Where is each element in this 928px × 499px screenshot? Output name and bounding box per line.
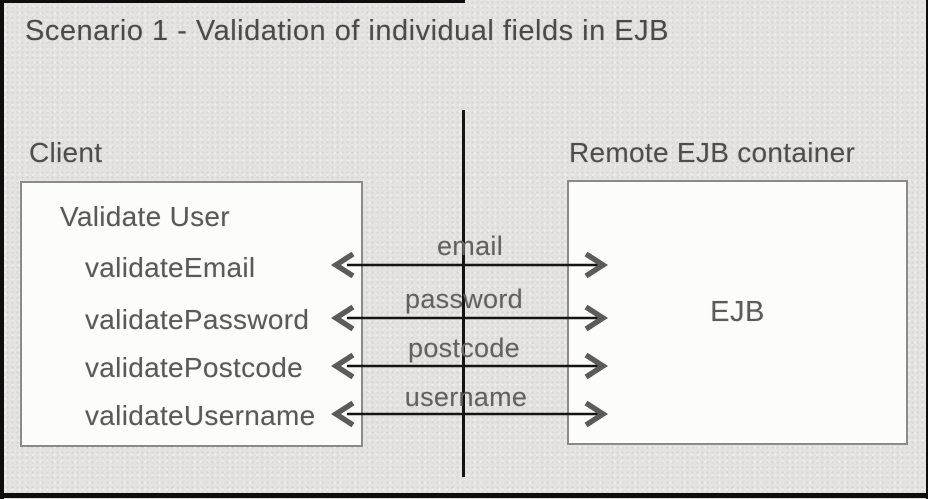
method-validate-password: validatePassword [85,304,310,335]
method-validate-username: validateUsername [85,400,316,431]
field-label-username: username [404,382,528,412]
scan-border-bottom [0,493,928,498]
remote-ejb-container-label: Remote EJB container [569,137,856,168]
ejb-box: EJB [567,180,908,445]
scan-border-right [926,0,928,499]
client-box: Validate User validateEmail validatePass… [20,181,363,447]
scan-border-top [0,0,465,3]
client-label: Client [29,137,103,168]
method-validate-email: validateEmail [85,252,256,283]
field-label-email: email [436,231,504,261]
ejb-box-title: EJB [710,296,765,328]
scan-border-left [0,0,4,499]
diagram-title: Scenario 1 - Validation of individual fi… [25,15,669,47]
field-label-postcode: postcode [408,333,520,363]
method-validate-postcode: validatePostcode [85,352,304,383]
client-box-title: Validate User [60,201,230,232]
field-label-password: password [405,284,523,314]
